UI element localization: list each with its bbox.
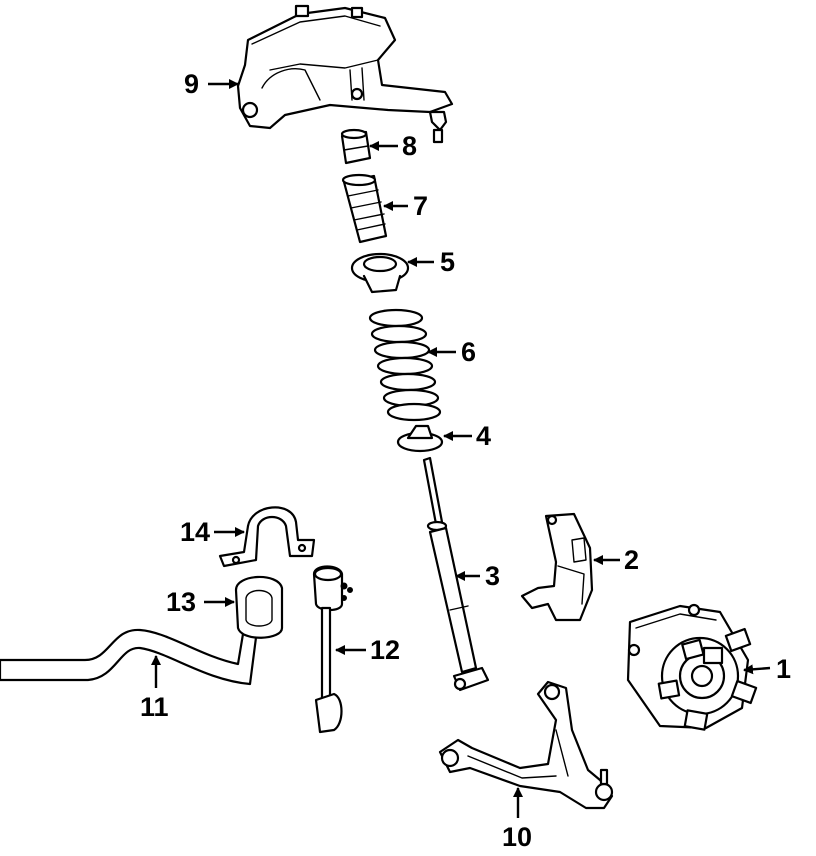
shock-absorber <box>422 456 490 692</box>
callout-3: 3 <box>485 561 500 591</box>
callout-6: 6 <box>461 337 476 367</box>
dust-boot <box>341 173 388 244</box>
callout-7: 7 <box>413 191 428 221</box>
callout-5: 5 <box>440 247 455 277</box>
stabilizer-bushing <box>234 575 284 639</box>
leader-lines <box>151 79 771 818</box>
lower-control-arm <box>438 680 614 810</box>
coil-spring <box>368 308 442 422</box>
stabilizer-bar <box>0 614 260 686</box>
steering-knuckle-bracket <box>520 512 594 622</box>
callout-14: 14 <box>180 517 210 547</box>
hub-bearing-assembly <box>626 603 758 731</box>
upper-spring-seat <box>350 252 410 294</box>
lower-spring-insulator <box>396 424 444 453</box>
callout-9: 9 <box>184 69 199 99</box>
callout-10: 10 <box>502 822 532 852</box>
leader-1 <box>743 664 771 675</box>
callout-12: 12 <box>370 635 400 665</box>
upper-control-arm <box>236 4 454 144</box>
callout-11: 11 <box>140 692 169 722</box>
callout-13: 13 <box>166 587 196 617</box>
bump-stop <box>340 128 372 165</box>
callout-labels: 1 2 3 4 5 6 7 8 9 10 11 12 13 14 <box>140 69 791 852</box>
callout-4: 4 <box>476 421 491 451</box>
callout-2: 2 <box>624 545 639 575</box>
stabilizer-link <box>312 565 353 734</box>
bushing-bracket <box>218 506 316 568</box>
callout-8: 8 <box>402 131 417 161</box>
callout-1: 1 <box>776 654 791 684</box>
